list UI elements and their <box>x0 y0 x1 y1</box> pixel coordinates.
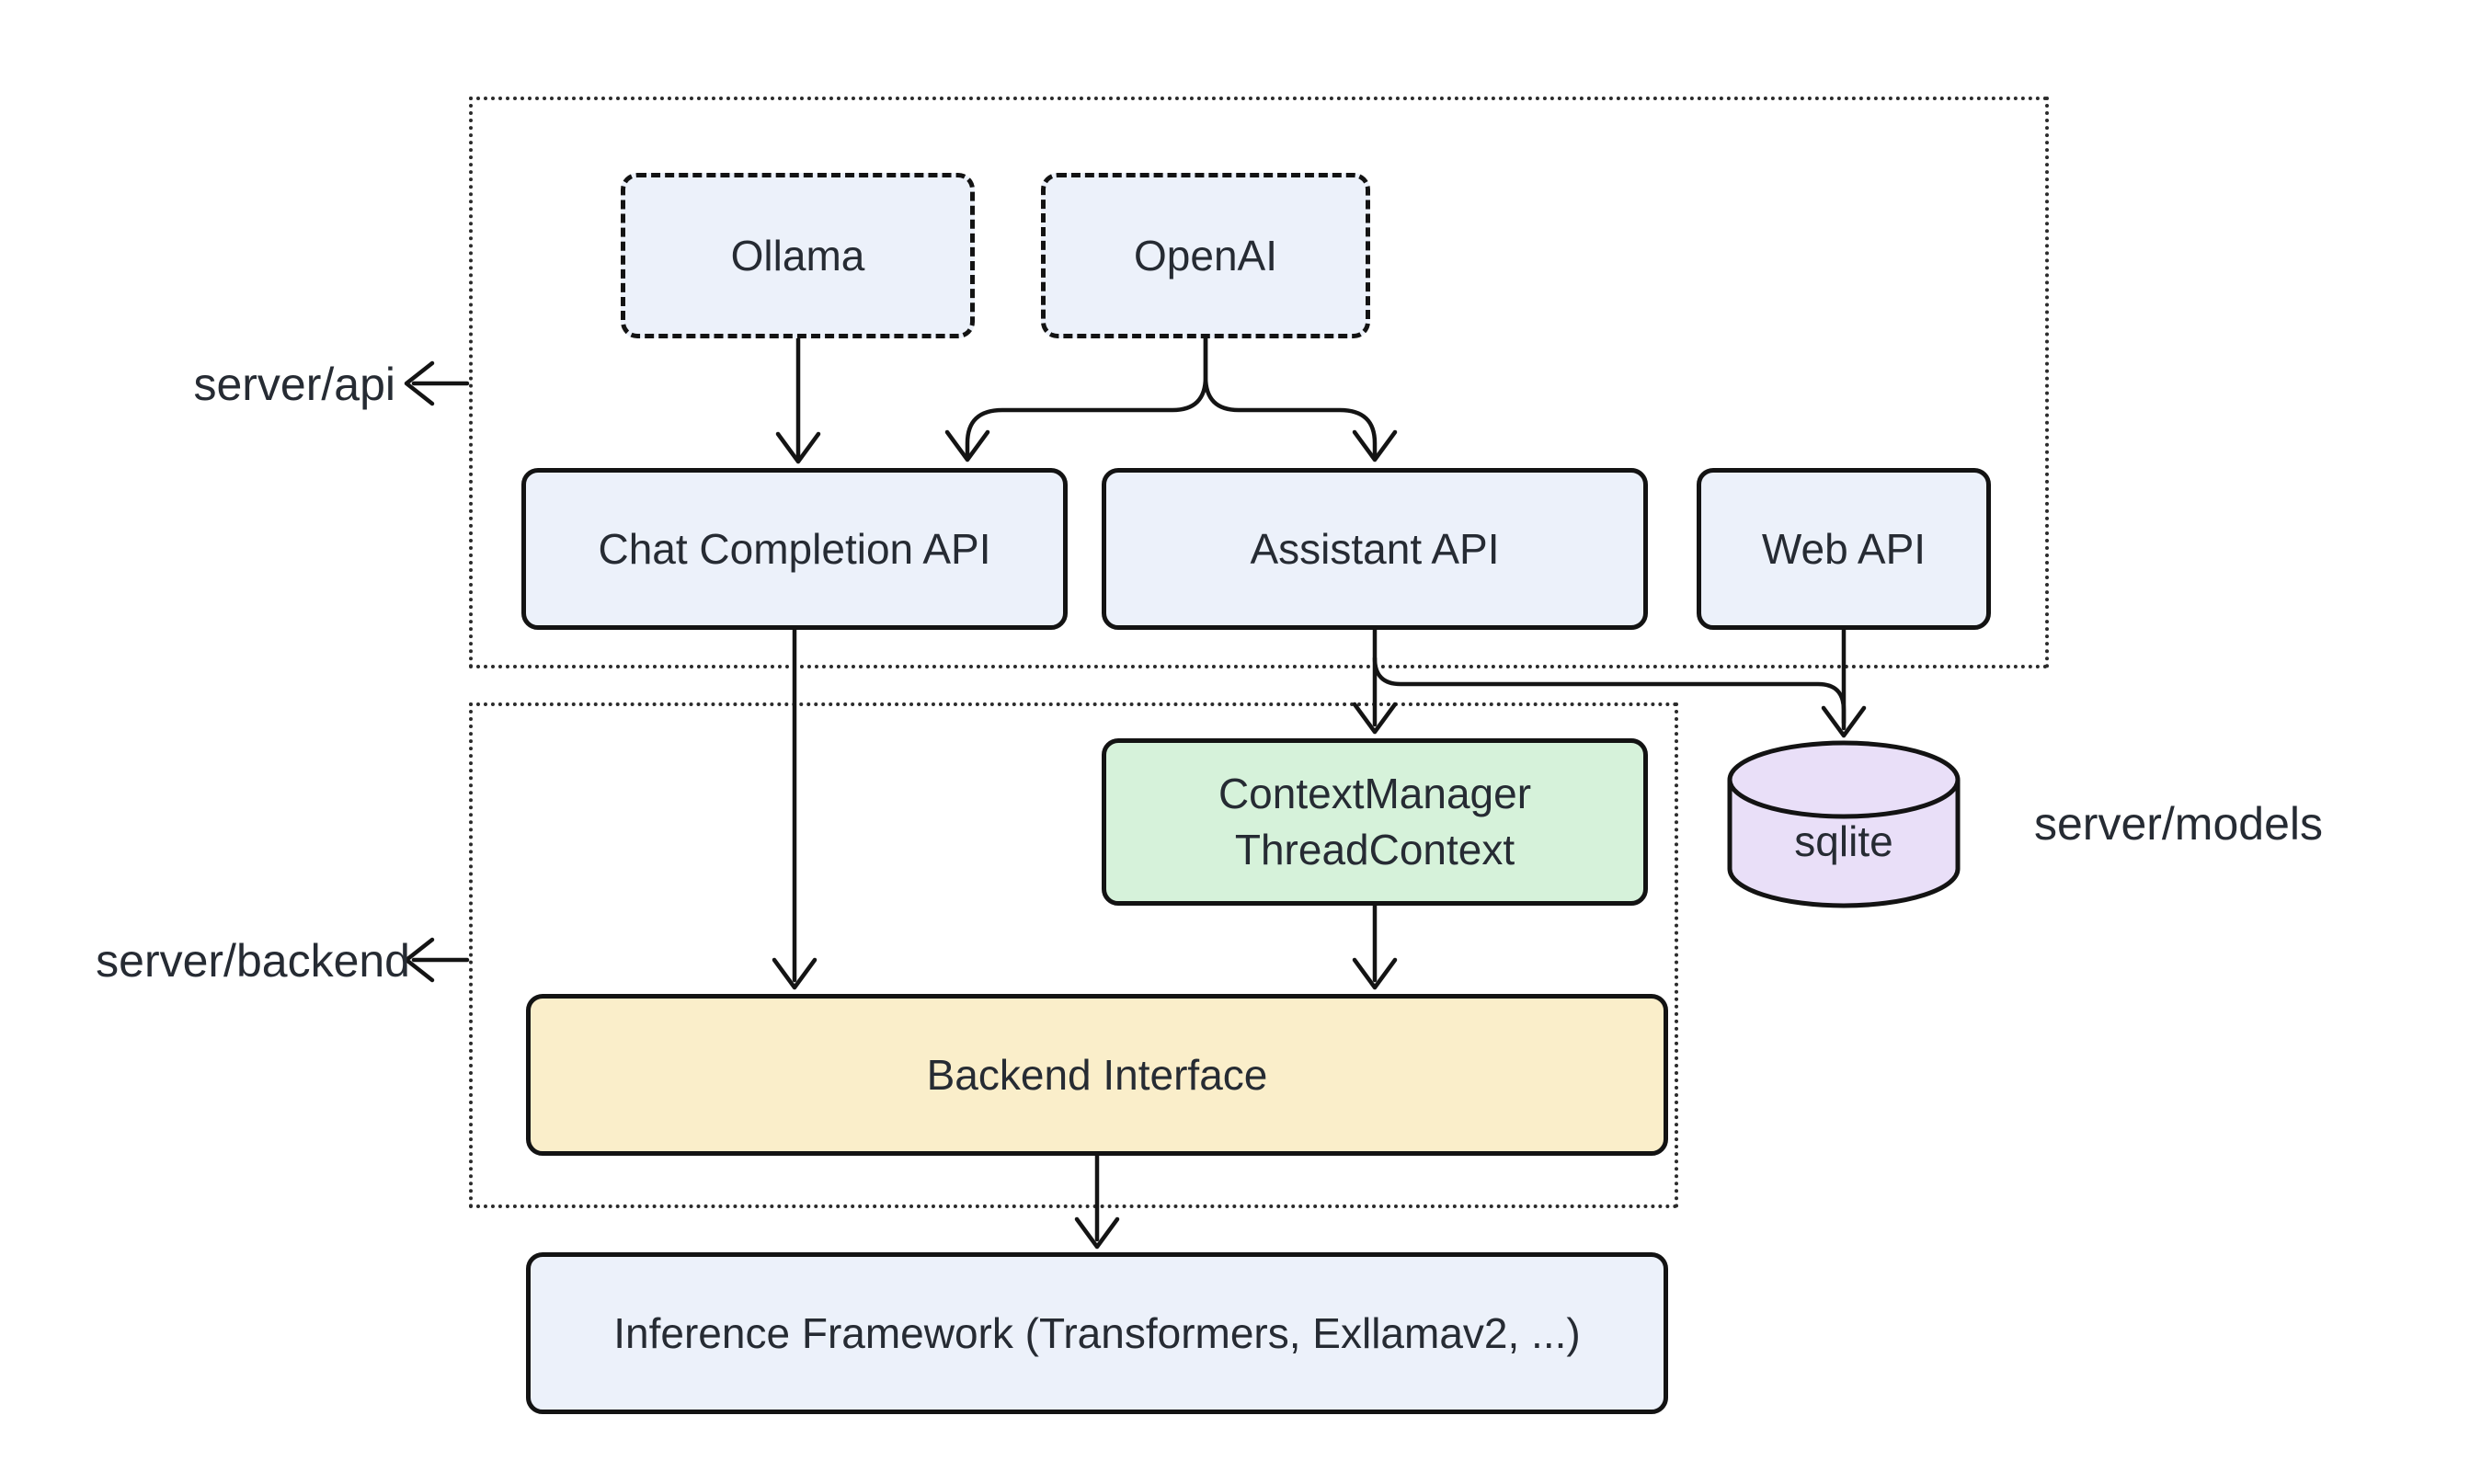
node-assistant-api-label: Assistant API <box>1250 524 1500 573</box>
pointer-arrowhead-server-api <box>404 360 435 406</box>
node-openai: OpenAI <box>1041 173 1370 338</box>
pointer-arrowhead-server-backend <box>404 937 435 983</box>
label-server-backend: server/backend <box>96 935 410 987</box>
label-server-models: server/models <box>2034 798 2323 850</box>
node-chat-completion-api-label: Chat Completion API <box>598 524 991 573</box>
node-ollama: Ollama <box>621 173 975 338</box>
container-server-backend <box>469 702 1678 1208</box>
node-context-manager: ContextManager ThreadContext <box>1102 738 1648 906</box>
node-backend-interface: Backend Interface <box>526 994 1668 1156</box>
node-assistant-api: Assistant API <box>1102 468 1648 630</box>
label-server-api: server/api <box>193 359 395 410</box>
arrowhead-backend-to-inference <box>1074 1216 1120 1250</box>
node-web-api-label: Web API <box>1761 524 1927 573</box>
node-openai-label: OpenAI <box>1134 231 1277 280</box>
arrowhead-to-sqlite <box>1821 705 1867 738</box>
context-manager-line2: ThreadContext <box>1234 826 1515 873</box>
container-server-api <box>469 97 2049 668</box>
node-web-api: Web API <box>1697 468 1991 630</box>
node-inference-framework: Inference Framework (Transformers, Exlla… <box>526 1252 1668 1414</box>
node-context-manager-label: ContextManager ThreadContext <box>1218 766 1531 877</box>
sqlite-cylinder-top <box>1727 740 1961 819</box>
node-chat-completion-api: Chat Completion API <box>521 468 1068 630</box>
node-sqlite-label: sqlite <box>1794 817 1893 865</box>
node-inference-framework-label: Inference Framework (Transformers, Exlla… <box>613 1308 1581 1357</box>
node-backend-interface-label: Backend Interface <box>926 1050 1268 1099</box>
context-manager-line1: ContextManager <box>1218 770 1532 818</box>
node-ollama-label: Ollama <box>730 231 865 280</box>
